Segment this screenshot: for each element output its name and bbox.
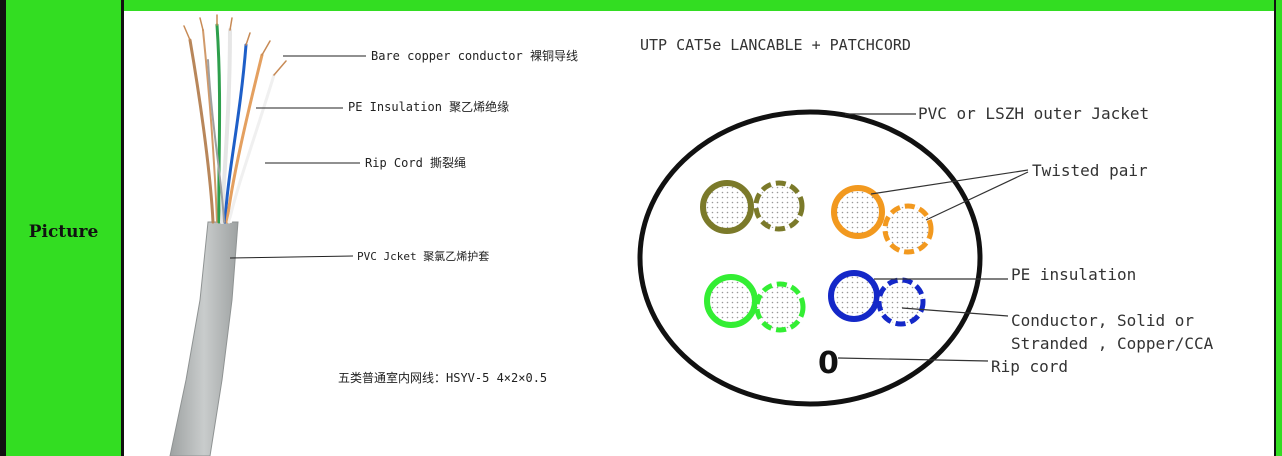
row-label-picture: Picture bbox=[28, 222, 99, 242]
spec-text: 五类普通室内网线：HSYV-5 4×2×0.5 bbox=[338, 370, 547, 385]
callout-pvc-jacket: PVC Jcket 聚氯乙烯护套 bbox=[357, 249, 489, 263]
leader-twisted-1 bbox=[870, 169, 1029, 195]
pair-olive bbox=[700, 180, 805, 234]
leader-twisted-2 bbox=[925, 171, 1029, 221]
diagram-title: UTP CAT5e LANCABLE + PATCHCORD bbox=[640, 36, 911, 54]
leader-pvc-jacket bbox=[229, 255, 354, 259]
pair-blue bbox=[828, 270, 926, 327]
exposed-wires bbox=[183, 14, 287, 224]
label-twisted-pair: Twisted pair bbox=[1032, 161, 1148, 180]
callout-pe-insulation: PE Insulation 聚乙烯绝缘 bbox=[348, 99, 509, 114]
label-conductor-line2: Stranded , Copper/CCA bbox=[1011, 334, 1214, 353]
pair-green bbox=[704, 274, 806, 333]
pair-orange bbox=[831, 185, 934, 255]
top-border-strip bbox=[124, 0, 1282, 11]
callout-bare-copper: Bare copper conductor 裸铜导线 bbox=[371, 48, 578, 63]
callout-rip-cord: Rip Cord 撕裂绳 bbox=[365, 156, 466, 170]
leader-conductor bbox=[901, 307, 1009, 317]
row-label-cell: Picture bbox=[0, 0, 124, 456]
leader-rip bbox=[837, 357, 989, 362]
label-outer-jacket: PVC or LSZH outer Jacket bbox=[918, 104, 1149, 123]
outer-jacket-ring bbox=[637, 109, 983, 407]
label-pe-insulation: PE insulation bbox=[1011, 265, 1136, 284]
right-border-strip bbox=[1274, 0, 1282, 456]
label-conductor-line1: Conductor, Solid or bbox=[1011, 311, 1194, 330]
cable-photo bbox=[169, 14, 366, 456]
label-rip-cord: Rip cord bbox=[991, 357, 1068, 376]
cable-jacket bbox=[169, 221, 239, 456]
rip-cord-glyph: 0 bbox=[818, 346, 839, 381]
